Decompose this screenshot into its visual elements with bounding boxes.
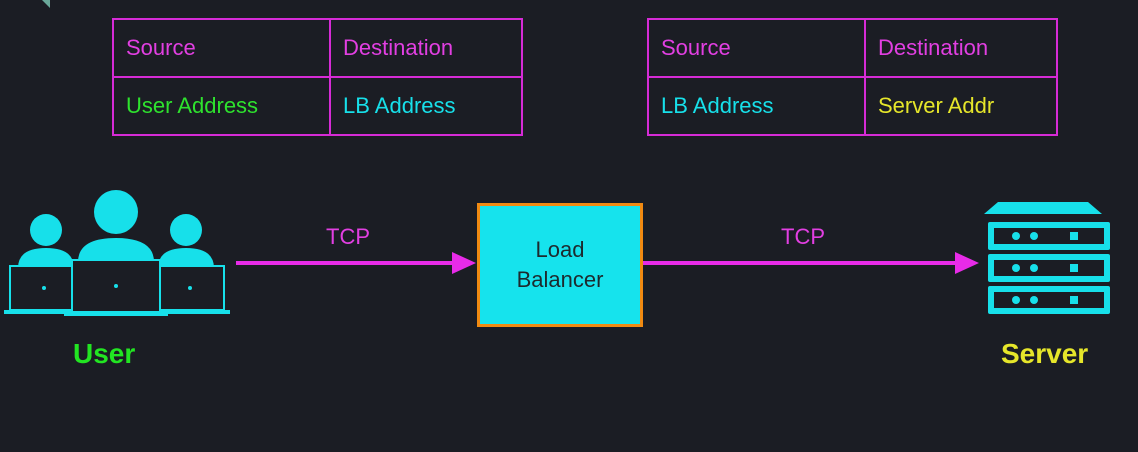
table-row: LB Address Server Addr (647, 76, 1058, 136)
destination-value: Server Addr (864, 76, 1058, 136)
source-value: User Address (112, 76, 331, 136)
arrow-right-icon (236, 252, 476, 274)
table-row: User Address LB Address (112, 76, 523, 136)
destination-value: LB Address (329, 76, 523, 136)
tcp-label-left: TCP (326, 224, 370, 249)
source-header: Source (647, 18, 866, 78)
server-rack-icon (984, 202, 1110, 314)
arrow-right-icon (640, 252, 979, 274)
source-value: LB Address (647, 76, 866, 136)
tcp-label-right: TCP (781, 224, 825, 249)
packet-table-lb-to-server: Source Destination LB Address Server Add… (647, 18, 1058, 136)
load-balancer-label-line1: Load (535, 237, 585, 262)
user-label: User (73, 338, 136, 369)
packet-table-user-to-lb: Source Destination User Address LB Addre… (112, 18, 523, 136)
load-balancer-box: Load Balancer (477, 203, 643, 327)
destination-header: Destination (864, 18, 1058, 78)
users-with-laptops-icon (4, 190, 230, 316)
source-header: Source (112, 18, 331, 78)
table-header-row: Source Destination (112, 18, 523, 78)
load-balancer-label-line2: Balancer (516, 267, 604, 292)
table-header-row: Source Destination (647, 18, 1058, 78)
destination-header: Destination (329, 18, 523, 78)
server-label: Server (1001, 338, 1089, 369)
corner-triangle-icon (42, 0, 50, 8)
